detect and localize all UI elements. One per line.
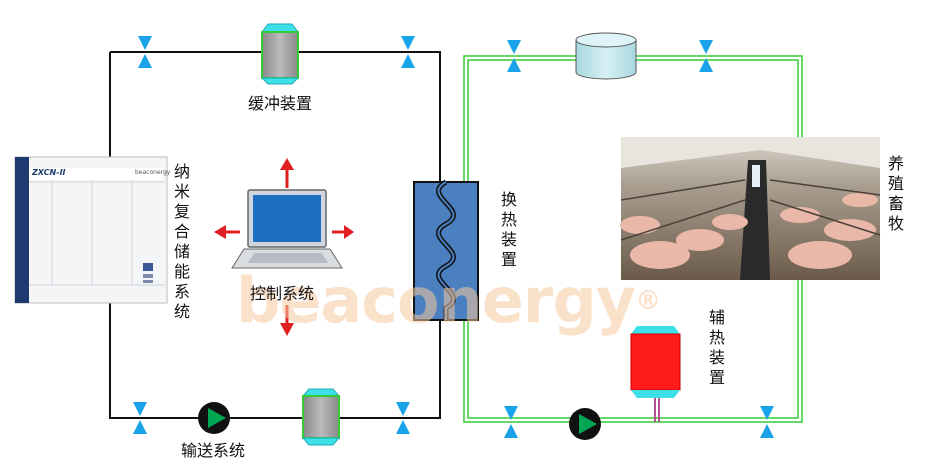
- watermark-mark: ®: [635, 286, 661, 316]
- storage-system-label: 纳米复合储能系统: [173, 162, 190, 321]
- aux-heater[interactable]: [630, 326, 681, 422]
- laptop-icon[interactable]: [231, 189, 343, 269]
- buffer-tank-top[interactable]: [260, 23, 300, 85]
- valve-icon[interactable]: [396, 402, 410, 434]
- valve-icon[interactable]: [760, 406, 774, 438]
- valve-icon[interactable]: [133, 402, 147, 434]
- valve-icon[interactable]: [401, 36, 415, 68]
- aux-heater-label: 辅热装置: [708, 308, 725, 387]
- buffer-device-label: 缓冲装置: [248, 94, 313, 113]
- heat-exchanger-label: 换热装置: [500, 190, 517, 269]
- valve-icon[interactable]: [699, 40, 713, 72]
- arrow-left-icon: [214, 225, 240, 239]
- valve-icon[interactable]: [138, 36, 152, 68]
- valve-icon[interactable]: [504, 406, 518, 438]
- pump-icon[interactable]: [198, 402, 230, 434]
- livestock-label: 养殖畜牧: [887, 154, 904, 233]
- pig-farm-photo: [620, 137, 881, 280]
- arrow-down-icon: [280, 305, 294, 336]
- control-system-label: 控制系统: [250, 284, 315, 303]
- machine-brand-label: beaconergy: [135, 169, 171, 176]
- valve-icon[interactable]: [507, 40, 521, 72]
- transport-system-label: 输送系统: [181, 441, 246, 460]
- heat-exchanger[interactable]: [413, 179, 479, 321]
- energy-storage-machine[interactable]: [14, 156, 168, 304]
- arrow-right-icon: [332, 225, 354, 239]
- arrow-up-icon: [280, 158, 294, 188]
- buffer-tank-bottom[interactable]: [301, 388, 341, 446]
- water-tank-cylinder[interactable]: [575, 32, 637, 80]
- pump-icon[interactable]: [569, 408, 601, 440]
- machine-model-label: ZXCN-II: [32, 168, 66, 177]
- watermark-text: beaconergy: [236, 264, 636, 337]
- watermark-logo: beaconergy®: [236, 264, 661, 337]
- left-loop-pipe: [109, 51, 441, 419]
